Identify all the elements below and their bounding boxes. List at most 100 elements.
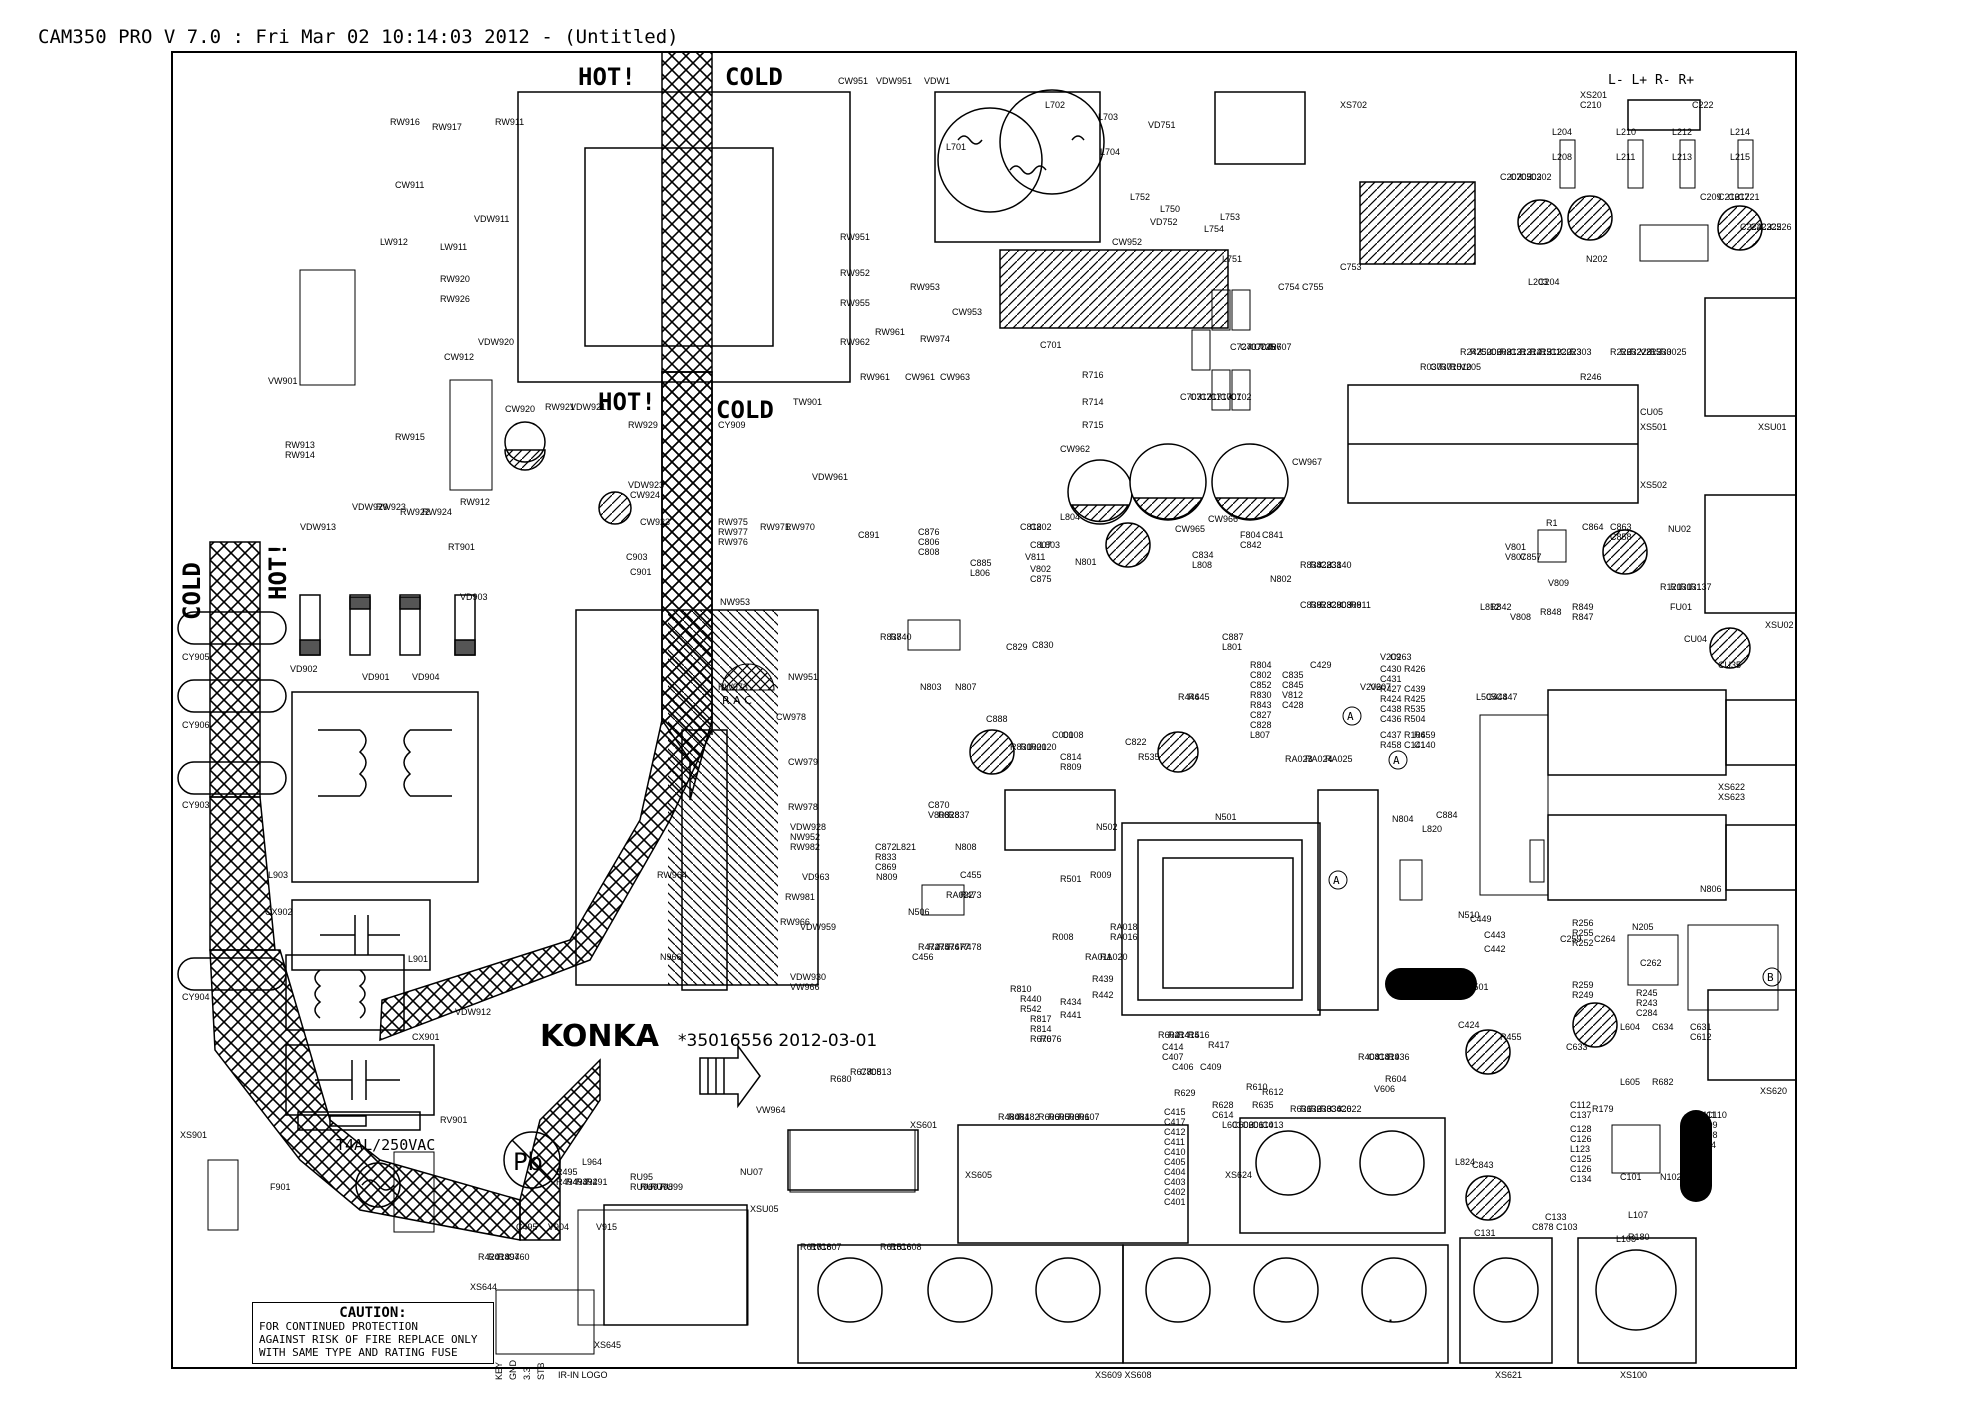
- svg-text:L601: L601: [1222, 1120, 1242, 1130]
- svg-text:R601: R601: [1068, 1112, 1090, 1122]
- svg-text:CW920: CW920: [505, 404, 535, 414]
- svg-text:R493: R493: [566, 1177, 588, 1187]
- svg-text:RW973: RW973: [718, 682, 748, 692]
- svg-text:R616: R616: [890, 1242, 912, 1252]
- svg-text:RU95: RU95: [630, 1172, 653, 1182]
- svg-text:L123: L123: [1570, 1144, 1590, 1154]
- svg-text:CW967: CW967: [1292, 457, 1322, 467]
- svg-text:R633: R633: [1310, 1104, 1332, 1114]
- svg-text:RW951: RW951: [840, 232, 870, 242]
- svg-text:R814: R814: [1030, 1024, 1052, 1034]
- svg-text:L801: L801: [1222, 642, 1242, 652]
- svg-text:R232: R232: [1620, 347, 1642, 357]
- svg-text:R606: R606: [1038, 1112, 1060, 1122]
- svg-text:NW952: NW952: [790, 832, 820, 842]
- svg-text:R436: R436: [1388, 1052, 1410, 1062]
- svg-text:R180: R180: [1628, 1232, 1650, 1242]
- svg-text:RW974: RW974: [920, 334, 950, 344]
- svg-text:C213: C213: [1510, 347, 1532, 357]
- svg-text:VDW913: VDW913: [300, 522, 336, 532]
- svg-text:R179: R179: [1592, 1104, 1614, 1114]
- svg-text:R233: R233: [1650, 347, 1672, 357]
- bridge-diodes: [299, 594, 476, 656]
- svg-text:L214: L214: [1730, 127, 1750, 137]
- svg-text:R635: R635: [1252, 1100, 1274, 1110]
- svg-text:C857: C857: [1520, 552, 1542, 562]
- svg-text:RV901: RV901: [440, 1115, 467, 1125]
- svg-text:N506: N506: [908, 907, 930, 917]
- ir-sensor-icon: [721, 663, 775, 691]
- svg-text:C125: C125: [1570, 1154, 1592, 1164]
- svg-text:CW923: CW923: [640, 517, 670, 527]
- svg-text:C449: C449: [1470, 914, 1492, 924]
- svg-text:C872: C872: [875, 842, 897, 852]
- svg-text:R804: R804: [1250, 660, 1272, 670]
- svg-text:C101: C101: [1620, 1172, 1642, 1182]
- svg-text:C901: C901: [630, 567, 652, 577]
- svg-text:C402: C402: [1164, 1187, 1186, 1197]
- svg-text:RA023: RA023: [1285, 754, 1313, 764]
- svg-text:RW955: RW955: [840, 298, 870, 308]
- fuse: [297, 1111, 421, 1208]
- svg-text:R255: R255: [1572, 928, 1594, 938]
- svg-text:RW964: RW964: [657, 870, 687, 880]
- svg-text:C403: C403: [1164, 1177, 1186, 1187]
- svg-text:R441: R441: [1060, 1010, 1082, 1020]
- svg-text:C812: C812: [1020, 522, 1042, 532]
- svg-text:R677: R677: [850, 1067, 872, 1077]
- svg-text:C875: C875: [1030, 574, 1052, 584]
- svg-text:C264: C264: [1594, 934, 1616, 944]
- svg-text:C876: C876: [918, 527, 940, 537]
- svg-text:R455: R455: [1500, 1032, 1522, 1042]
- svg-text:C701: C701: [1040, 340, 1062, 350]
- svg-text:L124: L124: [1696, 1140, 1716, 1150]
- choke-z501: [1385, 968, 1477, 1000]
- mark-a1: A: [1347, 710, 1354, 723]
- svg-text:R504: R504: [1404, 714, 1426, 724]
- svg-text:VDW951: VDW951: [876, 76, 912, 86]
- svg-text:R837: R837: [948, 810, 970, 820]
- svg-text:RW966: RW966: [780, 917, 810, 927]
- svg-text:C418: C418: [1368, 1052, 1390, 1062]
- svg-text:XSU05: XSU05: [750, 1204, 779, 1214]
- svg-text:C863: C863: [1610, 522, 1632, 532]
- svg-text:C447: C447: [1496, 692, 1518, 702]
- svg-text:RW981: RW981: [785, 892, 815, 902]
- svg-text:XS901: XS901: [180, 1130, 207, 1140]
- svg-text:C612: C612: [1690, 1032, 1712, 1042]
- svg-text:C633: C633: [1566, 1042, 1588, 1052]
- svg-text:C808: C808: [918, 547, 940, 557]
- svg-text:R830: R830: [1250, 690, 1272, 700]
- svg-text:R632: R632: [1300, 1104, 1322, 1114]
- svg-text:L804: L804: [1060, 512, 1080, 522]
- svg-text:RU96: RU96: [630, 1182, 653, 1192]
- svg-text:CY909: CY909: [718, 420, 746, 430]
- svg-text:C885: C885: [970, 558, 992, 568]
- svg-text:C133: C133: [1545, 1212, 1567, 1222]
- svg-text:R303: R303: [1570, 347, 1592, 357]
- board-code: *35016556 2012-03-01: [678, 1031, 877, 1051]
- svg-text:C845: C845: [1282, 680, 1304, 690]
- svg-text:L750: L750: [1160, 204, 1180, 214]
- mark-a3: A: [1333, 874, 1340, 887]
- svg-text:RW976: RW976: [718, 537, 748, 547]
- svg-text:R472: R472: [918, 942, 940, 952]
- svg-text:V807: V807: [1505, 552, 1526, 562]
- svg-text:L208: L208: [1552, 152, 1572, 162]
- svg-text:C703: C703: [1180, 392, 1202, 402]
- svg-text:C839: C839: [1300, 600, 1322, 610]
- mark-a2: A: [1393, 754, 1400, 767]
- svg-text:C852: C852: [1250, 680, 1272, 690]
- svg-text:C701: C701: [1220, 392, 1242, 402]
- svg-text:C884: C884: [1436, 810, 1458, 820]
- svg-text:N202: N202: [1586, 254, 1608, 264]
- fuse-rating: T4AL/250VAC: [336, 1136, 435, 1154]
- svg-text:C134: C134: [1570, 1174, 1592, 1184]
- svg-text:R427: R427: [1380, 684, 1402, 694]
- svg-text:V904: V904: [548, 1222, 569, 1232]
- svg-text:C216: C216: [1718, 192, 1740, 202]
- svg-text:RW912: RW912: [460, 497, 490, 507]
- svg-text:R837: R837: [880, 632, 902, 642]
- svg-text:CW953: CW953: [952, 307, 982, 317]
- svg-text:C419: C419: [1378, 1052, 1400, 1062]
